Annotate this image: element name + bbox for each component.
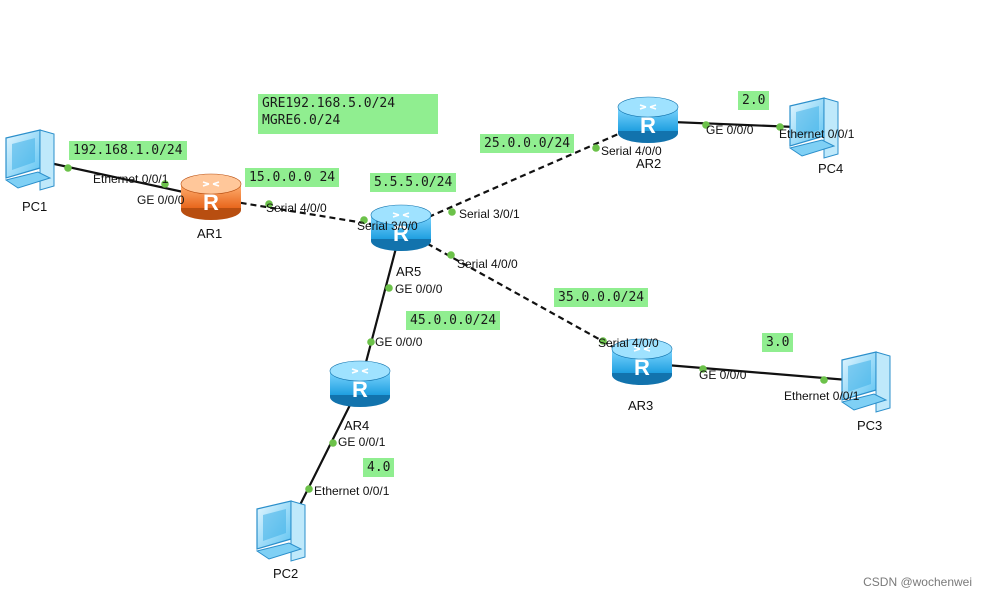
if-pc2-eth: Ethernet 0/0/1 xyxy=(314,484,390,498)
if-pc1-eth: Ethernet 0/0/1 xyxy=(93,172,169,186)
pc4-pc-icon[interactable] xyxy=(788,97,839,159)
if-ar3-ge: GE 0/0/0 xyxy=(699,368,747,382)
if-ar5-serial-301: Serial 3/0/1 xyxy=(459,207,520,221)
if-ar1-ge: GE 0/0/0 xyxy=(137,193,185,207)
if-ar3-serial: Serial 4/0/0 xyxy=(598,336,659,350)
ar2-router-icon[interactable]: R xyxy=(617,96,679,143)
port-dot-pc1-ar1-1 xyxy=(161,180,169,188)
link-ar5-ar4[interactable] xyxy=(358,228,403,386)
note-15-0-0: 15.0.0.0 24 xyxy=(245,168,340,187)
port-dot-ar2-pc4-1 xyxy=(776,123,784,131)
watermark: CSDN @wochenwei xyxy=(863,575,972,589)
ar4-router-icon[interactable]: R xyxy=(329,360,391,407)
if-pc3-eth: Ethernet 0/0/1 xyxy=(784,389,860,403)
if-ar4-ge000: GE 0/0/0 xyxy=(375,335,423,349)
pc2-pc-icon[interactable] xyxy=(255,500,306,562)
pc2-label: PC2 xyxy=(273,566,299,581)
note-192-168-1: 192.168.1.0/24 xyxy=(69,141,187,160)
port-dot-ar1-ar5-1 xyxy=(360,216,368,224)
ar4-label: AR4 xyxy=(344,418,370,433)
port-dot-ar5-ar2-1 xyxy=(592,144,600,152)
if-ar1-serial: Serial 4/0/0 xyxy=(266,201,327,215)
link-ar5-ar3[interactable] xyxy=(400,228,643,364)
svg-text:R: R xyxy=(203,190,219,215)
if-ar5-serial-300: Serial 3/0/0 xyxy=(357,219,418,233)
port-dot-ar2-pc4-0 xyxy=(702,121,710,129)
port-dot-ar5-ar2-0 xyxy=(448,208,456,216)
ar3-label: AR3 xyxy=(628,398,654,413)
note-35-0-0: 35.0.0.0/24 xyxy=(554,288,649,307)
pc3-pc-icon[interactable] xyxy=(840,351,891,413)
port-dot-ar3-pc3-0 xyxy=(699,365,707,373)
if-ar4-ge001: GE 0/0/1 xyxy=(338,435,386,449)
pc4-label: PC4 xyxy=(818,161,844,176)
if-ar2-ge: GE 0/0/0 xyxy=(706,123,754,137)
ar1-router-icon[interactable]: R xyxy=(180,173,242,220)
svg-text:R: R xyxy=(352,377,368,402)
ar2-label: AR2 xyxy=(636,156,662,171)
pc1-pc-icon[interactable] xyxy=(4,129,55,191)
svg-text:R: R xyxy=(640,113,656,138)
port-dot-ar4-pc2-1 xyxy=(305,485,313,493)
link-ar3-pc3[interactable] xyxy=(641,361,873,384)
link-ar5-ar2[interactable] xyxy=(400,119,649,231)
pc1-label: PC1 xyxy=(22,199,48,214)
gre-note: GRE192.168.5.0/24 MGRE6.0/24 xyxy=(258,94,438,134)
note-5-5-5: 5.5.5.0/24 xyxy=(370,173,457,192)
ar5-label: AR5 xyxy=(396,264,422,279)
note-4-0: 4.0 xyxy=(363,458,395,477)
port-dot-ar5-ar3-0 xyxy=(447,251,455,259)
note-3-0: 3.0 xyxy=(762,333,794,352)
if-ar2-serial: Serial 4/0/0 xyxy=(601,144,662,158)
port-dot-ar5-ar4-1 xyxy=(367,338,375,346)
ar3-router-icon[interactable]: R xyxy=(611,338,673,385)
note-45-0-0: 45.0.0.0/24 xyxy=(406,311,501,330)
svg-text:R: R xyxy=(634,355,650,380)
port-dot-ar3-pc3-1 xyxy=(820,376,828,384)
port-dot-pc1-ar1-0 xyxy=(64,164,72,172)
ar5-router-icon[interactable]: R xyxy=(370,204,432,251)
if-ar5-ge: GE 0/0/0 xyxy=(395,282,443,296)
port-dot-ar1-ar5-0 xyxy=(265,200,273,208)
link-ar1-ar5[interactable] xyxy=(210,196,402,231)
port-dot-ar4-pc2-0 xyxy=(329,439,337,447)
port-dot-ar5-ar3-1 xyxy=(599,337,607,345)
svg-text:R: R xyxy=(393,221,409,246)
port-dot-ar5-ar4-0 xyxy=(385,284,393,292)
note-25-0-0: 25.0.0.0/24 xyxy=(480,134,575,153)
ar1-label: AR1 xyxy=(197,226,223,241)
if-ar5-serial-400: Serial 4/0/0 xyxy=(457,257,518,271)
if-pc4-eth: Ethernet 0/0/1 xyxy=(779,127,855,141)
pc3-label: PC3 xyxy=(857,418,883,433)
note-2-0: 2.0 xyxy=(738,91,770,110)
